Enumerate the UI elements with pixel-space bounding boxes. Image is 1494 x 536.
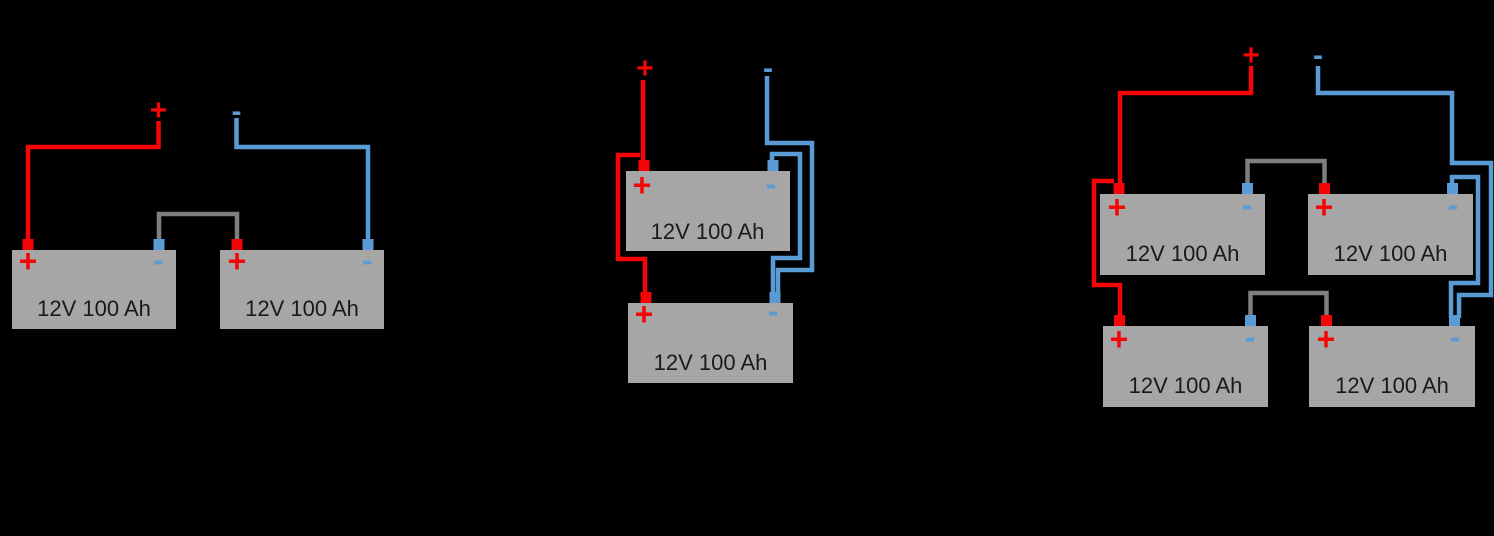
positive-terminal (638, 160, 650, 171)
series-link-wire (1245, 158, 1327, 187)
positive-parallel-jumper-wire (1091, 178, 1123, 318)
negative-lead-wire (764, 76, 815, 295)
battery-positive-mark: + (633, 167, 652, 203)
battery: + - 12V 100 Ah (626, 166, 790, 251)
negative-lead-symbol: - (1313, 39, 1323, 72)
battery-negative-mark: - (362, 242, 373, 278)
positive-terminal (1114, 315, 1125, 326)
battery-label: 12V 100 Ah (654, 350, 768, 375)
battery-negative-mark: - (1448, 187, 1459, 223)
positive-lead-symbol: + (636, 52, 654, 85)
negative-parallel-jumper-wire (769, 151, 803, 295)
battery-body (1308, 194, 1473, 275)
battery-negative-mark: - (1450, 319, 1461, 355)
battery-label: 12V 100 Ah (1129, 373, 1243, 398)
positive-terminal (22, 239, 34, 250)
series-link-wire (156, 211, 240, 242)
negative-lead-wire (1315, 66, 1494, 318)
battery-label: 12V 100 Ah (1334, 241, 1448, 266)
negative-parallel-jumper-wire (1448, 174, 1481, 318)
battery-positive-mark: + (228, 243, 247, 279)
battery-body (1309, 326, 1475, 407)
battery: + - 12V 100 Ah (628, 293, 793, 383)
battery-positive-mark: + (1108, 189, 1127, 225)
positive-lead-wire (25, 121, 161, 242)
positive-terminal (1321, 315, 1332, 326)
battery-negative-mark: - (768, 293, 779, 329)
battery-label: 12V 100 Ah (37, 296, 151, 321)
battery-negative-mark: - (1245, 319, 1256, 355)
battery: + - 12V 100 Ah (1308, 187, 1473, 275)
negative-lead-symbol: - (763, 52, 773, 85)
positive-lead-symbol: + (150, 94, 168, 127)
series-parallel-diagram: + - + - 12V 100 Ah + - 12V 100 Ah + (1091, 39, 1494, 407)
battery-body (626, 171, 790, 251)
battery-negative-mark: - (153, 242, 164, 278)
positive-terminal (1113, 183, 1125, 194)
battery-label: 12V 100 Ah (651, 219, 765, 244)
battery-label: 12V 100 Ah (245, 296, 359, 321)
battery: + - 12V 100 Ah (12, 242, 176, 329)
positive-parallel-jumper-wire (615, 152, 648, 295)
battery-body (12, 250, 176, 329)
series-diagram: + - + - 12V 100 Ah + - 12V 100 Ah (12, 94, 384, 329)
negative-terminal (1447, 183, 1458, 194)
battery-body (1100, 194, 1265, 275)
battery: + - 12V 100 Ah (1100, 187, 1265, 275)
series-link-wire (1248, 290, 1329, 318)
battery-positive-mark: + (1317, 321, 1336, 357)
negative-terminal (769, 292, 781, 303)
battery-label: 12V 100 Ah (1126, 241, 1240, 266)
negative-lead-symbol: - (232, 95, 242, 128)
battery-body (1103, 326, 1268, 407)
battery-body (220, 250, 384, 329)
negative-terminal (1449, 315, 1460, 326)
parallel-diagram: + - + - 12V 100 Ah + - 12V 100 Ah (615, 52, 815, 383)
negative-terminal (153, 239, 165, 250)
negative-terminal (362, 239, 374, 250)
battery: + - 12V 100 Ah (1103, 319, 1268, 407)
positive-terminal (640, 292, 652, 303)
negative-lead-wire (234, 118, 371, 242)
negative-terminal (767, 160, 779, 171)
positive-lead-wire (1117, 66, 1254, 186)
battery: + - 12V 100 Ah (220, 242, 384, 329)
battery-label: 12V 100 Ah (1335, 373, 1449, 398)
battery-positive-mark: + (19, 243, 38, 279)
battery-positive-mark: + (1315, 189, 1334, 225)
battery-positive-mark: + (635, 296, 654, 332)
positive-lead-symbol: + (1242, 39, 1260, 72)
positive-terminal (1319, 183, 1330, 194)
battery-negative-mark: - (766, 166, 777, 202)
negative-terminal (1245, 315, 1256, 326)
battery-body (628, 303, 793, 383)
battery-positive-mark: + (1110, 321, 1129, 357)
positive-terminal (231, 239, 243, 250)
battery: + - 12V 100 Ah (1309, 319, 1475, 407)
battery-negative-mark: - (1242, 187, 1253, 223)
negative-terminal (1242, 183, 1253, 194)
